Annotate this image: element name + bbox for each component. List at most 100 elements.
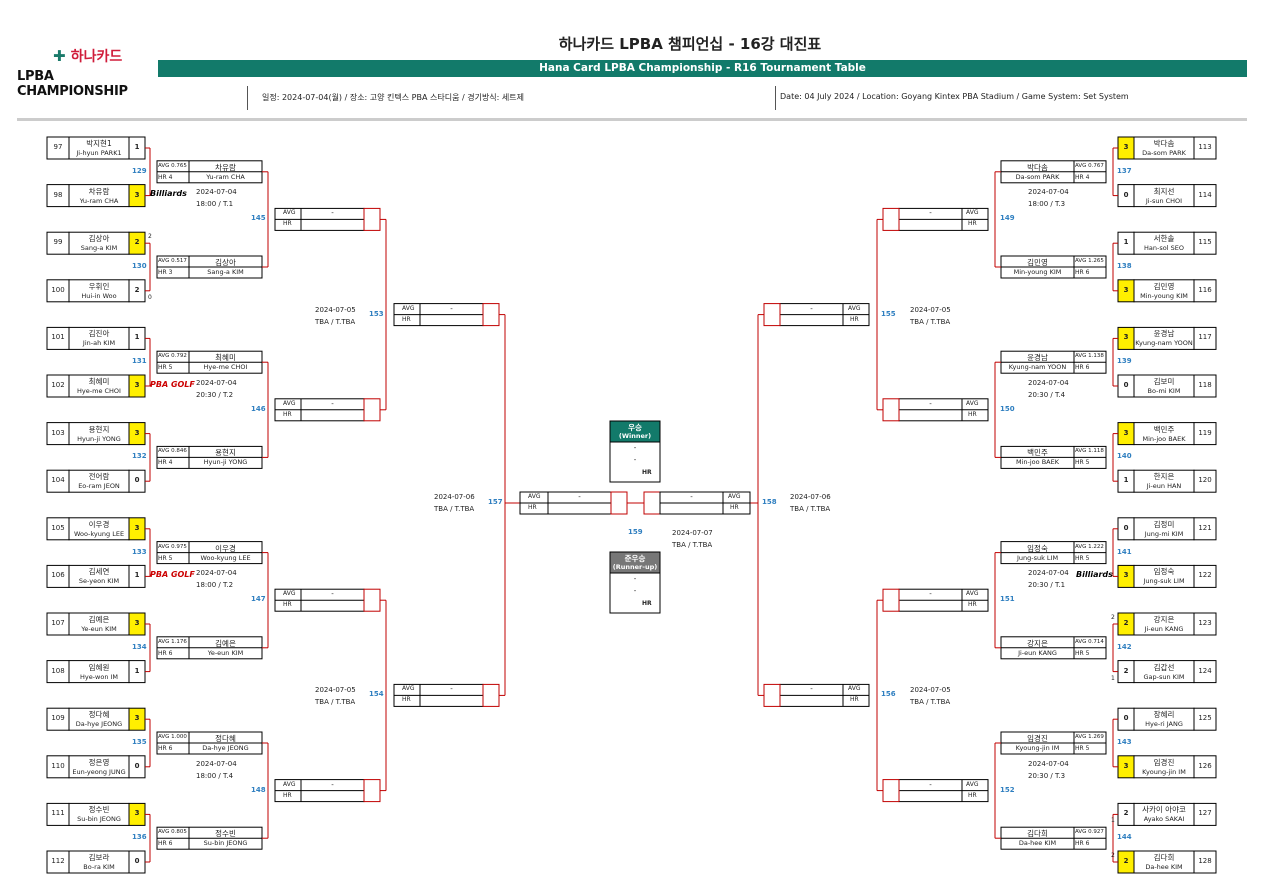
player-score: 0: [1123, 381, 1129, 389]
match-number: 152: [1000, 785, 1015, 794]
winner-name-ko: 정수빈: [215, 829, 236, 839]
player-score: 3: [1123, 761, 1129, 770]
winner-name-en: Woo-kyung LEE: [200, 553, 251, 562]
hana-card-logo: ✚ 하나카드: [53, 47, 123, 65]
player-name-en: Min-young KIM: [1140, 291, 1188, 300]
match-time: TBA / T.TBA: [315, 698, 356, 707]
winner-name-en: Da-hye JEONG: [202, 744, 249, 752]
player-name-ko: 서한솔: [1153, 234, 1175, 244]
hr-label: HR: [730, 504, 739, 511]
match-number: 155: [881, 309, 896, 318]
match-hr: HR 6: [158, 840, 173, 848]
player-number: 111: [51, 809, 65, 818]
match-date: 2024-07-04: [196, 759, 237, 768]
player-score: 2: [1123, 666, 1129, 675]
tiebreak-score: 2: [1111, 852, 1115, 859]
player-name-en: Hye-ri JANG: [1145, 720, 1183, 729]
page-subtitle-bar: Hana Card LPBA Championship - R16 Tourna…: [158, 60, 1247, 77]
final-empty: -: [690, 493, 693, 501]
match-number: 145: [251, 214, 266, 223]
score-cell: [363, 398, 381, 422]
match-time: TBA / T.TBA: [910, 698, 951, 707]
info-english: Date: 04 July 2024 / Location: Goyang Ki…: [780, 92, 1129, 101]
player-score: 3: [134, 428, 140, 437]
player-name-en: Hye-me CHOI: [77, 387, 121, 395]
match-number: 157: [488, 498, 503, 506]
player-name-ko: 장혜리: [1153, 710, 1175, 720]
winner-name-ko: 임정숙: [1027, 543, 1048, 553]
player-number: 102: [51, 381, 65, 389]
qf-winner-empty: -: [929, 590, 932, 599]
info-korean: 일정: 2024-07-04(월) / 장소: 고양 킨텍스 PBA 스타디움 …: [262, 93, 524, 102]
match-hr: HR 4: [1075, 173, 1090, 181]
score-cell: [482, 303, 500, 327]
player-name-ko: 강지은: [1153, 615, 1175, 624]
player-name-en: Woo-kyung LEE: [73, 529, 125, 538]
player-name-ko: 김민영: [1153, 281, 1175, 291]
player-score: 0: [134, 761, 140, 770]
player-number: 99: [53, 238, 63, 247]
player-score: 2: [1123, 809, 1129, 818]
avg-label: AVG: [283, 780, 296, 788]
hr-label: HR: [283, 601, 292, 609]
player-name-ko: 최지선: [1153, 186, 1175, 196]
player-name-en: Eun-yeong JUNG: [72, 767, 126, 776]
match-time: 18:00 / T.3: [1028, 200, 1066, 209]
match-date: 2024-07-05: [315, 686, 356, 695]
player-name-ko: 백민주: [1153, 424, 1175, 434]
match-time: 18:00 / T.2: [196, 581, 234, 590]
player-name-en: Bo-mi KIM: [1147, 387, 1181, 395]
match-number: 138: [1117, 262, 1132, 270]
player-name-ko: 정수빈: [88, 805, 110, 815]
player-name-en: Hyun-ji YONG: [77, 434, 121, 443]
player-number: 121: [1198, 523, 1212, 532]
winner-name-ko: 김민영: [1027, 258, 1048, 267]
match-number: 154: [369, 690, 384, 699]
match-avg: AVG 1.176: [158, 638, 187, 645]
avg-label: AVG: [728, 493, 741, 500]
divider: [247, 86, 248, 110]
player-name-en: Jung-mi KIM: [1144, 529, 1184, 538]
player-number: 114: [1198, 190, 1212, 199]
match-time: TBA / T.TBA: [672, 541, 713, 549]
player-number: 127: [1198, 809, 1212, 818]
player-number: 120: [1198, 476, 1212, 485]
player-name-en: Kyung-nam YOON: [1135, 339, 1193, 348]
player-number: 128: [1198, 857, 1212, 865]
match-date: 2024-07-05: [315, 305, 356, 314]
match-number: 132: [132, 452, 147, 461]
match-hr: HR 4: [158, 459, 173, 467]
match-number: 133: [132, 547, 147, 556]
qf-winner-empty: -: [929, 780, 932, 789]
runnerup-empty: -: [633, 575, 637, 583]
winner-name-ko: 차유람: [215, 162, 236, 172]
match-hr: HR 5: [158, 364, 173, 372]
match-number: 141: [1117, 547, 1132, 556]
match-number: 149: [1000, 214, 1015, 223]
player-score: 0: [1123, 190, 1129, 199]
winner-name-ko: 윤경남: [1027, 353, 1048, 363]
player-name-en: Ji-sun CHOI: [1145, 196, 1183, 205]
player-score: 1: [1123, 476, 1129, 485]
player-name-en: Bo-ra KIM: [83, 863, 115, 871]
runnerup-subtitle: (Runner-up): [612, 563, 658, 571]
winner-name-ko: 임경진: [1027, 734, 1048, 743]
player-name-ko: 전어람: [88, 472, 110, 482]
player-score: 0: [134, 857, 140, 865]
broadcaster-logo: PBA GOLF: [150, 570, 195, 580]
winner-name-ko: 이우경: [215, 543, 236, 553]
winner-name-ko: 최혜미: [215, 353, 236, 363]
player-number: 113: [1198, 143, 1212, 151]
match-number: 139: [1117, 357, 1132, 366]
player-name-ko: 김갑선: [1153, 662, 1175, 672]
match-number: 153: [369, 309, 384, 318]
hr-label: HR: [968, 791, 977, 799]
player-name-ko: 김보라: [88, 853, 110, 862]
match-time: TBA / T.TBA: [910, 317, 951, 326]
match-hr: HR 5: [1075, 649, 1090, 657]
match-number: 146: [251, 404, 266, 413]
match-number: 140: [1117, 452, 1132, 461]
match-number: 131: [132, 357, 147, 366]
player-name-ko: 김상아: [88, 234, 110, 244]
match-date: 2024-07-04: [1028, 378, 1069, 387]
